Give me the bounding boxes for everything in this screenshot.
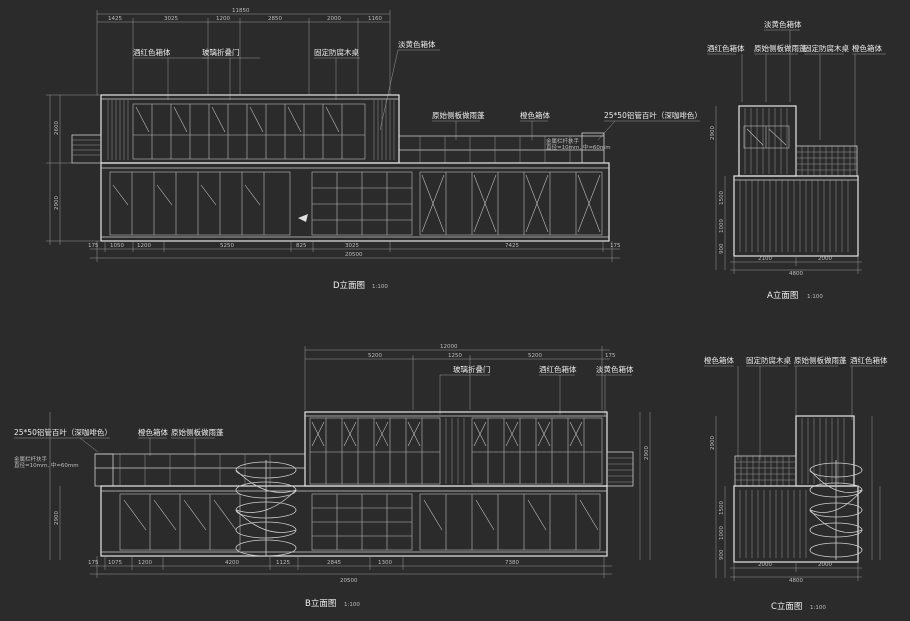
d-bottom-dim-8: 175	[610, 243, 621, 249]
a-left-dim-4: 900	[719, 243, 725, 254]
d-top-total: 11850	[232, 8, 250, 14]
d-bottom-dim-7: 7425	[505, 243, 519, 249]
b-bottom-dim-3: 1200	[138, 560, 152, 566]
b-bottom-dim-6: 2845	[327, 560, 341, 566]
a-label-wine-red-box: 酒红色箱体	[707, 43, 745, 53]
d-rail-note-2: 直径=10mm, 中=60mm	[546, 143, 611, 151]
a-elevation: 淡黄色箱体 酒红色箱体 原始侧板做雨蓬 固定防腐木桌 橙色箱体	[707, 19, 886, 301]
a-bottom-dim-1: 2100	[758, 256, 772, 262]
c-bottom-dim-2: 2000	[818, 562, 832, 568]
c-label-orange-box: 橙色箱体	[704, 355, 734, 365]
b-label-light-yellow-box: 淡黄色箱体	[596, 364, 634, 374]
b-bottom-dim-5: 1125	[276, 560, 290, 566]
d-label-wine-red-box: 酒红色箱体	[133, 47, 171, 57]
d-label-louver: 25*50铝管百叶（深咖啡色）	[604, 110, 702, 120]
b-bottom-dim-8: 7380	[505, 560, 519, 566]
c-label-wine-red-box: 酒红色箱体	[850, 355, 888, 365]
d-rail-note: 金属栏杆扶手	[546, 137, 580, 145]
b-title: B立面图	[305, 598, 336, 609]
a-left-dim-3: 1000	[719, 219, 725, 233]
d-bottom-dim-6: 3025	[345, 243, 359, 249]
a-label-side-panel-canopy: 原始侧板做雨蓬	[754, 43, 807, 53]
a-left-dim-2: 1500	[719, 191, 725, 205]
b-bottom-dim-1: 175	[88, 560, 99, 566]
d-top-dim-6: 1160	[368, 16, 382, 22]
b-scale: 1:100	[344, 602, 360, 608]
c-left-dim-1: 2900	[710, 436, 716, 450]
b-label-wine-red-box: 酒红色箱体	[539, 364, 577, 374]
b-top-dim-4: 175	[605, 353, 616, 359]
c-label-fixed-wood-table: 固定防腐木桌	[746, 355, 791, 365]
b-top-dim-2: 1250	[448, 353, 462, 359]
b-left-dim-1: 2900	[54, 511, 60, 525]
d-left-dim-1: 2600	[54, 121, 60, 135]
a-scale: 1:100	[807, 294, 823, 300]
d-bottom-dim-4: 5250	[220, 243, 234, 249]
c-scale: 1:100	[810, 605, 826, 611]
c-left-dim-2: 1500	[719, 501, 725, 515]
b-top-dim-3: 5200	[528, 353, 542, 359]
b-elevation: 12000 5200 1250 5200 175 25*50铝管百叶（深咖啡色）…	[14, 344, 651, 609]
d-bottom-total: 20500	[345, 252, 363, 258]
c-title: C立面图	[771, 601, 802, 612]
a-bottom-dim-2: 2000	[818, 256, 832, 262]
b-top-total: 12000	[440, 344, 458, 350]
a-bottom-total: 4800	[789, 271, 803, 277]
a-label-orange-box: 橙色箱体	[852, 43, 882, 53]
d-label-light-yellow-box: 淡黄色箱体	[398, 39, 436, 49]
b-bottom-dim-4: 4200	[225, 560, 239, 566]
b-rail-note-2: 直径=10mm, 中=60mm	[14, 461, 79, 469]
b-rail-note: 金属栏杆扶手	[14, 455, 48, 463]
b-top-dim-1: 5200	[368, 353, 382, 359]
d-bottom-dim-3: 1200	[137, 243, 151, 249]
d-left-dim-2: 2900	[54, 196, 60, 210]
b-left-dim-2: 2900	[644, 446, 650, 460]
b-label-orange-box: 橙色箱体	[138, 427, 168, 437]
b-label-glass-folding-door: 玻璃折叠门	[453, 364, 491, 374]
d-bottom-dim-2: 1050	[110, 243, 124, 249]
c-elevation: 橙色箱体 固定防腐木桌 原始侧板做雨蓬 酒红色箱体	[704, 355, 888, 612]
d-elevation: 11850 1425 3025 1200 2850 2000 1160 酒红色箱…	[46, 8, 702, 291]
b-label-side-panel-canopy: 原始侧板做雨蓬	[171, 427, 224, 437]
c-bottom-dim-1: 2000	[758, 562, 772, 568]
d-title: D立面图	[333, 280, 365, 291]
d-bottom-dim-5: 825	[296, 243, 307, 249]
a-label-fixed-wood-table: 固定防腐木桌	[804, 43, 849, 53]
a-label-light-yellow-box: 淡黄色箱体	[764, 19, 802, 29]
b-bottom-total: 20500	[340, 578, 358, 584]
d-top-dim-2: 3025	[164, 16, 178, 22]
d-bottom-dim-1: 175	[88, 243, 99, 249]
c-label-side-panel-canopy: 原始侧板做雨蓬	[794, 355, 847, 365]
b-label-louver: 25*50铝管百叶（深咖啡色）	[14, 427, 112, 437]
d-top-dim-4: 2850	[268, 16, 282, 22]
c-bottom-total: 4800	[789, 578, 803, 584]
d-label-fixed-wood-table: 固定防腐木桌	[314, 47, 359, 57]
d-top-dim-5: 2000	[327, 16, 341, 22]
d-top-dim-1: 1425	[108, 16, 122, 22]
d-label-orange-box: 橙色箱体	[520, 110, 550, 120]
c-left-dim-3: 1000	[719, 526, 725, 540]
d-top-dim-3: 1200	[216, 16, 230, 22]
d-label-glass-folding-door: 玻璃折叠门	[202, 47, 240, 57]
a-left-dim-1: 2900	[710, 126, 716, 140]
b-bottom-dim-2: 1075	[108, 560, 122, 566]
b-bottom-dim-7: 1300	[378, 560, 392, 566]
d-scale: 1:100	[372, 284, 388, 290]
a-title: A立面图	[767, 290, 798, 301]
d-label-side-panel-canopy: 原始侧板做雨蓬	[432, 110, 485, 120]
c-left-dim-4: 900	[719, 549, 725, 560]
